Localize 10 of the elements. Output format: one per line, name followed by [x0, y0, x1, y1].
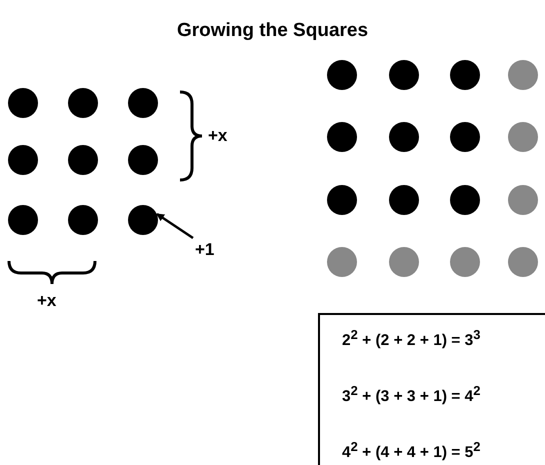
title: Growing the Squares — [176, 20, 370, 42]
increment-label: +1 — [195, 240, 214, 260]
dot — [128, 205, 158, 235]
increment-label: +x — [37, 291, 56, 311]
equation: 4$^{2}$ + (4 + 4 + 1) = 5$^{2}$ — [342, 439, 480, 462]
equation-panel — [318, 313, 545, 465]
equation: 2$^{2}$ + (2 + 2 + 1) = 3$^{3}$ — [342, 327, 480, 350]
increment-label: +x — [208, 126, 228, 146]
arrow — [156, 212, 194, 240]
equation: 3$^{2}$ + (3 + 3 + 1) = 4$^{2}$ — [342, 383, 480, 406]
